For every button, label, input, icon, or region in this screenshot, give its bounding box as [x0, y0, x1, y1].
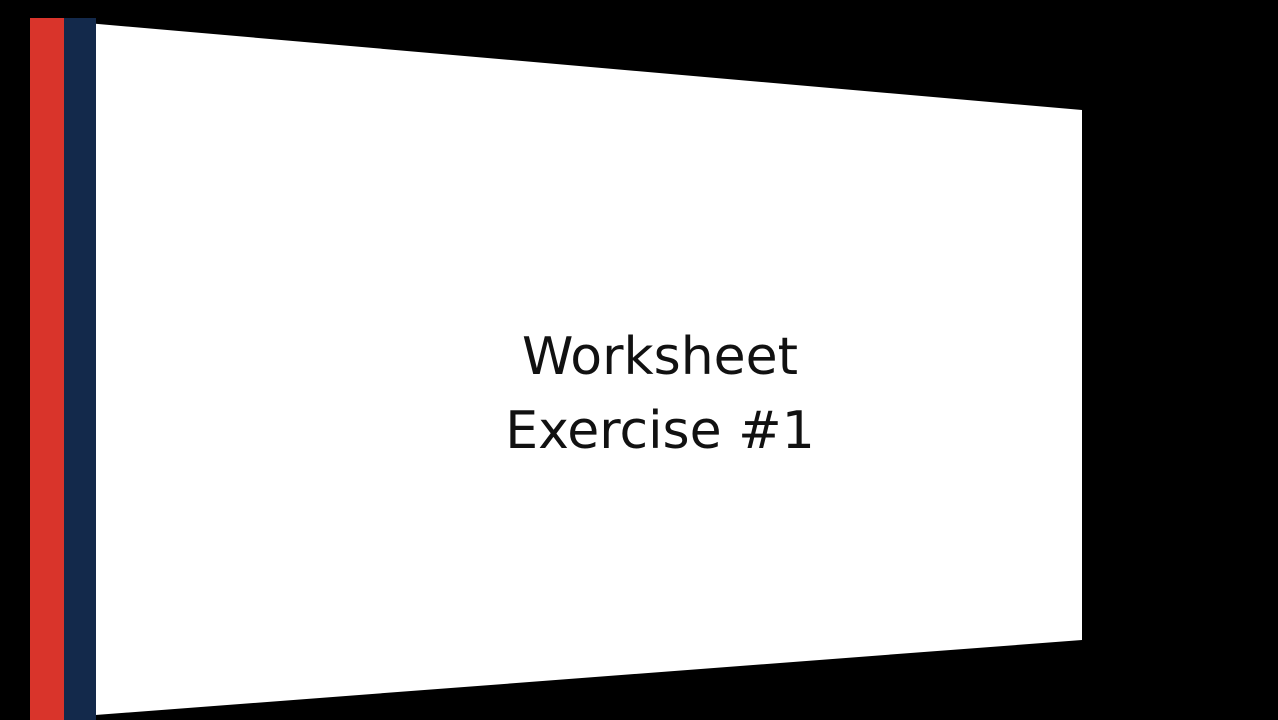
- slide-title-line-2: Exercise #1: [505, 401, 815, 461]
- slide-title-line-1: Worksheet: [521, 327, 799, 387]
- accent-bar-red: [30, 18, 64, 720]
- slide-face: [30, 18, 1082, 720]
- accent-bar-navy: [64, 18, 96, 720]
- slide-title: Worksheet Exercise #1: [430, 320, 890, 468]
